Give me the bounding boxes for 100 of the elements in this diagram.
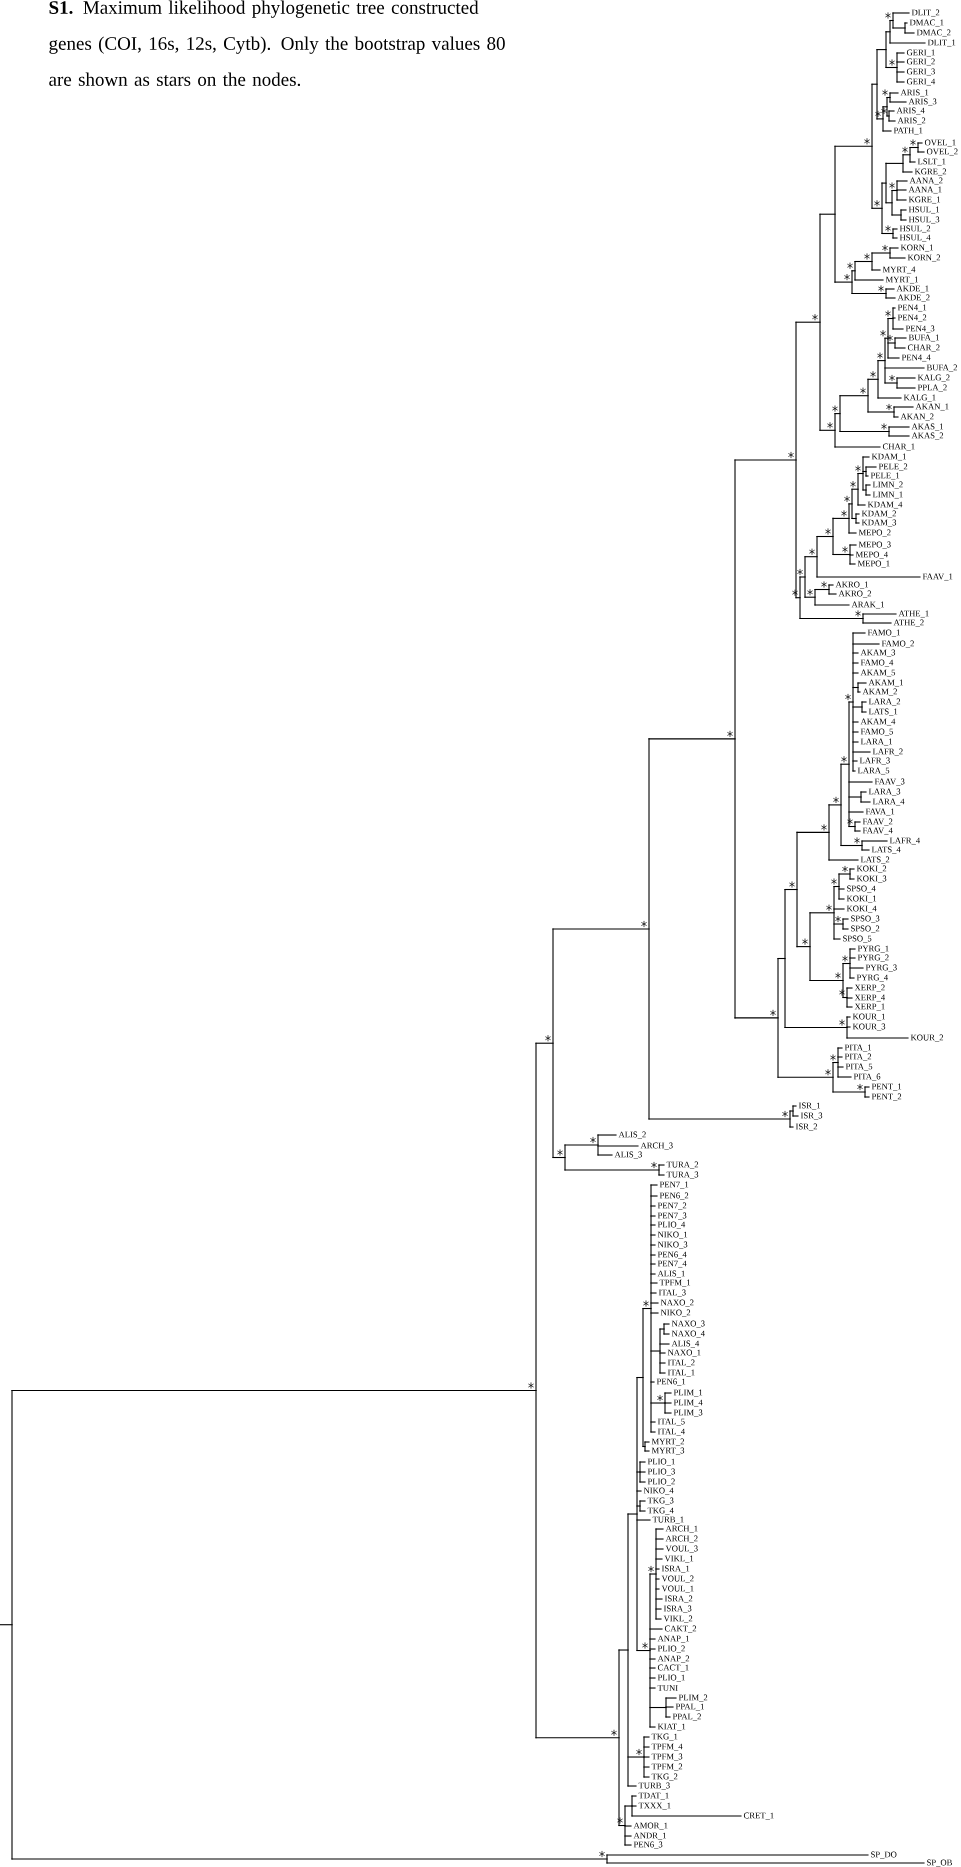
tip-label: ISR_1	[798, 1102, 820, 1110]
tip-label: PLIO_2	[657, 1645, 685, 1653]
tip-label: SPSO_5	[843, 935, 872, 943]
tip-label: AKRO_2	[838, 590, 872, 598]
tip-label: KOUR_2	[910, 1034, 944, 1042]
tip-label: VOUL_2	[661, 1575, 694, 1583]
tip-label: NAXO_4	[671, 1330, 705, 1338]
tip-label: LSLT_1	[917, 158, 946, 166]
tip-label: TKG_1	[651, 1733, 678, 1741]
tip-label: NIKO_1	[657, 1231, 688, 1239]
tip-label: KALG_1	[903, 394, 936, 402]
tip-label: GERI_4	[906, 78, 936, 86]
tip-label: PEN7_3	[657, 1212, 687, 1220]
tip-label: ALIS_2	[618, 1131, 646, 1139]
tip-label: VIKL_2	[663, 1615, 693, 1623]
tip-label: LAFR_4	[889, 837, 920, 845]
tip-label: KOKI_4	[846, 905, 877, 913]
tip-label: ARAK_1	[851, 601, 884, 609]
tip-label: PEN4_4	[901, 354, 931, 362]
tip-label: CRET_1	[743, 1812, 774, 1820]
tip-label: TURB_1	[652, 1516, 684, 1524]
tip-label: GERI_2	[906, 58, 935, 66]
tip-label: PENT_2	[871, 1093, 902, 1101]
tip-label: ARCH_2	[665, 1535, 698, 1543]
tip-label: AANA_1	[908, 186, 942, 194]
tip-label: CACT_1	[657, 1664, 689, 1672]
tip-label: SP_OB	[927, 1859, 952, 1867]
tip-label: ARCH_3	[640, 1142, 673, 1150]
tip-label: TKG_4	[647, 1507, 674, 1515]
tip-label: FAVA_1	[865, 808, 895, 816]
tip-label: NIKO_2	[660, 1309, 691, 1317]
tip-label: ITAL_5	[657, 1418, 685, 1426]
tip-label: KOKI_1	[846, 895, 877, 903]
tip-label: LARA_4	[872, 798, 905, 806]
tip-label: FAAV_4	[862, 827, 893, 835]
tip-label: DLIT_1	[927, 39, 956, 47]
tip-label: KOKI_2	[856, 865, 887, 873]
tip-label: TKG_2	[651, 1773, 678, 1781]
tip-label: PEN6_1	[656, 1378, 686, 1386]
tip-label: PEN6_3	[633, 1841, 663, 1849]
tip-label: KORN_2	[907, 254, 941, 262]
tip-label: AKAN_1	[915, 403, 949, 411]
tip-label: ISRA_3	[663, 1605, 692, 1613]
tip-label: BUFA_1	[908, 334, 939, 342]
tip-label: KGRE_2	[914, 168, 947, 176]
tip-label: PEN6_4	[657, 1251, 687, 1259]
tip-label: KOKI_3	[856, 875, 887, 883]
tip-label: PYRG_4	[856, 974, 888, 982]
tip-label: PEN4_2	[897, 314, 927, 322]
tip-label: FAMO_4	[860, 659, 894, 667]
tip-label: CAKT_2	[664, 1625, 697, 1633]
tip-label: PLIO_2	[647, 1478, 675, 1486]
tip-label: ISR_2	[795, 1123, 818, 1131]
tip-label: MYRT_3	[651, 1447, 685, 1455]
tip-label: TPFM_2	[651, 1763, 683, 1771]
tip-label: SPSO_2	[851, 925, 880, 933]
tip-label: VOUL_1	[661, 1585, 694, 1593]
tip-label: ALIS_1	[657, 1270, 685, 1278]
tip-label: PEN4_3	[905, 325, 935, 333]
tip-label: TPFM_4	[651, 1743, 683, 1751]
tip-label: AKAM_5	[860, 669, 896, 677]
tip-label: FAMO_5	[860, 728, 894, 736]
tip-label: PELE_1	[870, 472, 900, 480]
tip-label: PPLA_2	[917, 384, 947, 392]
tip-label: FAAV_3	[874, 778, 905, 786]
tip-label: ISR_3	[800, 1112, 823, 1120]
tip-label: LAFR_3	[859, 757, 890, 765]
tip-label: DMAC_2	[916, 29, 951, 37]
tip-label: DMAC_1	[909, 19, 944, 27]
tip-label: DLIT_2	[911, 9, 940, 17]
tip-label: PEN7_1	[659, 1181, 689, 1189]
tip-label: LIMN_1	[872, 491, 903, 499]
tip-label: FAMO_2	[881, 640, 914, 648]
tip-label: MYRT_2	[651, 1438, 684, 1446]
tip-label: PPAL_1	[675, 1703, 704, 1711]
tip-label: TUNI	[657, 1685, 678, 1691]
tip-label: XERP_1	[854, 1003, 885, 1011]
tip-label: XERP_2	[854, 984, 885, 992]
tip-label: AKDE_1	[896, 285, 929, 293]
tip-label: LAFR_2	[872, 748, 903, 756]
tip-label: LARA_3	[868, 788, 901, 796]
tip-label: ITAL_4	[657, 1428, 685, 1436]
tip-label: MEPO_2	[858, 529, 891, 537]
tip-label: LARA_5	[857, 767, 890, 775]
tip-label: HSUL_1	[908, 206, 940, 214]
tip-label: FAAV_2	[862, 818, 893, 826]
tip-label: PITA_5	[845, 1063, 873, 1071]
tip-label: PLIM_3	[673, 1409, 703, 1417]
tip-label: VOUL_3	[665, 1545, 698, 1553]
tip-label: SPSO_3	[851, 915, 880, 923]
tip-label: PITA_1	[844, 1044, 872, 1052]
tip-label: PEN4_1	[897, 304, 927, 312]
tip-label: ARCH_1	[665, 1525, 698, 1533]
caption: S1. Maximum likelihood phylogenetic tree constructed genes (COI, 16s, 12s, Cytb). Only the bootstrap values 80 are shown as stars on the nodes.	[49, 0, 505, 86]
tip-label: PITA_2	[844, 1053, 872, 1061]
tip-label: HSUL_2	[899, 225, 931, 233]
tip-label: TURA_3	[666, 1171, 699, 1179]
tip-label: AKRO_1	[835, 581, 868, 589]
tip-label: LATS_4	[871, 846, 901, 854]
tip-label: LARA_1	[860, 738, 893, 746]
